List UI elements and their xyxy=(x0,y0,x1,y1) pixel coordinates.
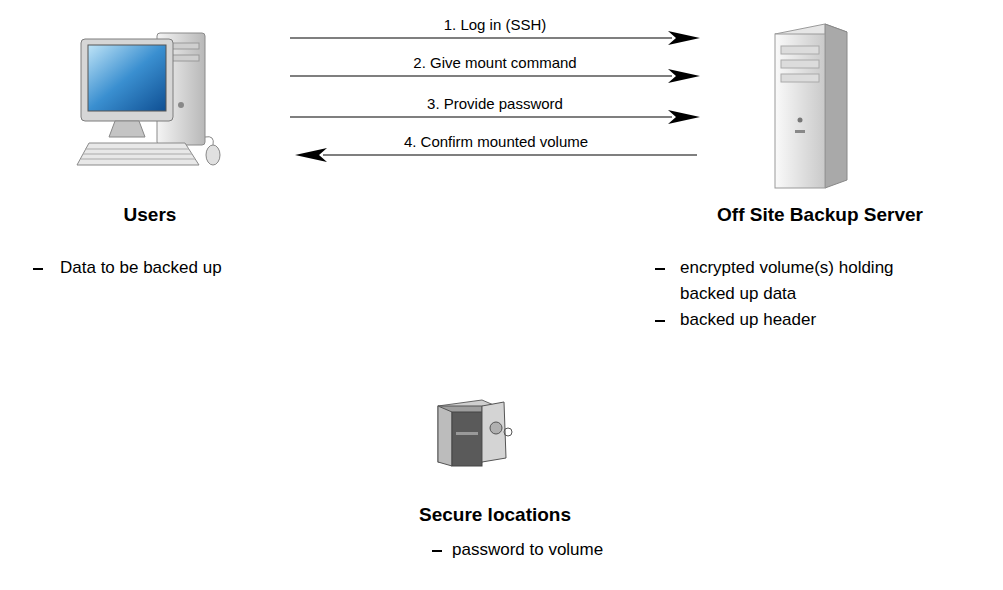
arrow-label: 2. Give mount command xyxy=(410,54,579,72)
user-workstation: UsersData to be backed up xyxy=(20,20,290,310)
bullet-text: Data to be backed up xyxy=(60,255,285,281)
bullet-text: password to volume xyxy=(452,537,612,563)
bullet-dash xyxy=(432,550,442,552)
node-icon xyxy=(430,392,515,476)
secure-location: Secure locations password to volume xyxy=(395,392,615,582)
bullet-dash xyxy=(655,268,665,270)
bullet-dash xyxy=(655,320,665,322)
node-title: Off Site Backup Server xyxy=(640,204,1000,226)
arrow-label: 3. Provide password xyxy=(424,95,566,113)
bullet-dash xyxy=(33,268,43,270)
node-title: Users xyxy=(20,204,280,226)
node-title: Secure locations xyxy=(395,504,595,526)
node-icon xyxy=(75,25,225,189)
arrow-label: 4. Confirm mounted volume xyxy=(401,133,591,151)
arrow-label: 1. Log in (SSH) xyxy=(441,16,550,34)
bullet-text: backed up header xyxy=(680,307,942,333)
bullet-text: encrypted volume(s) holding backed up da… xyxy=(680,255,942,307)
backup-server: Off Site Backup Server encrypted volume(s… xyxy=(640,10,1000,355)
node-icon xyxy=(765,20,855,199)
